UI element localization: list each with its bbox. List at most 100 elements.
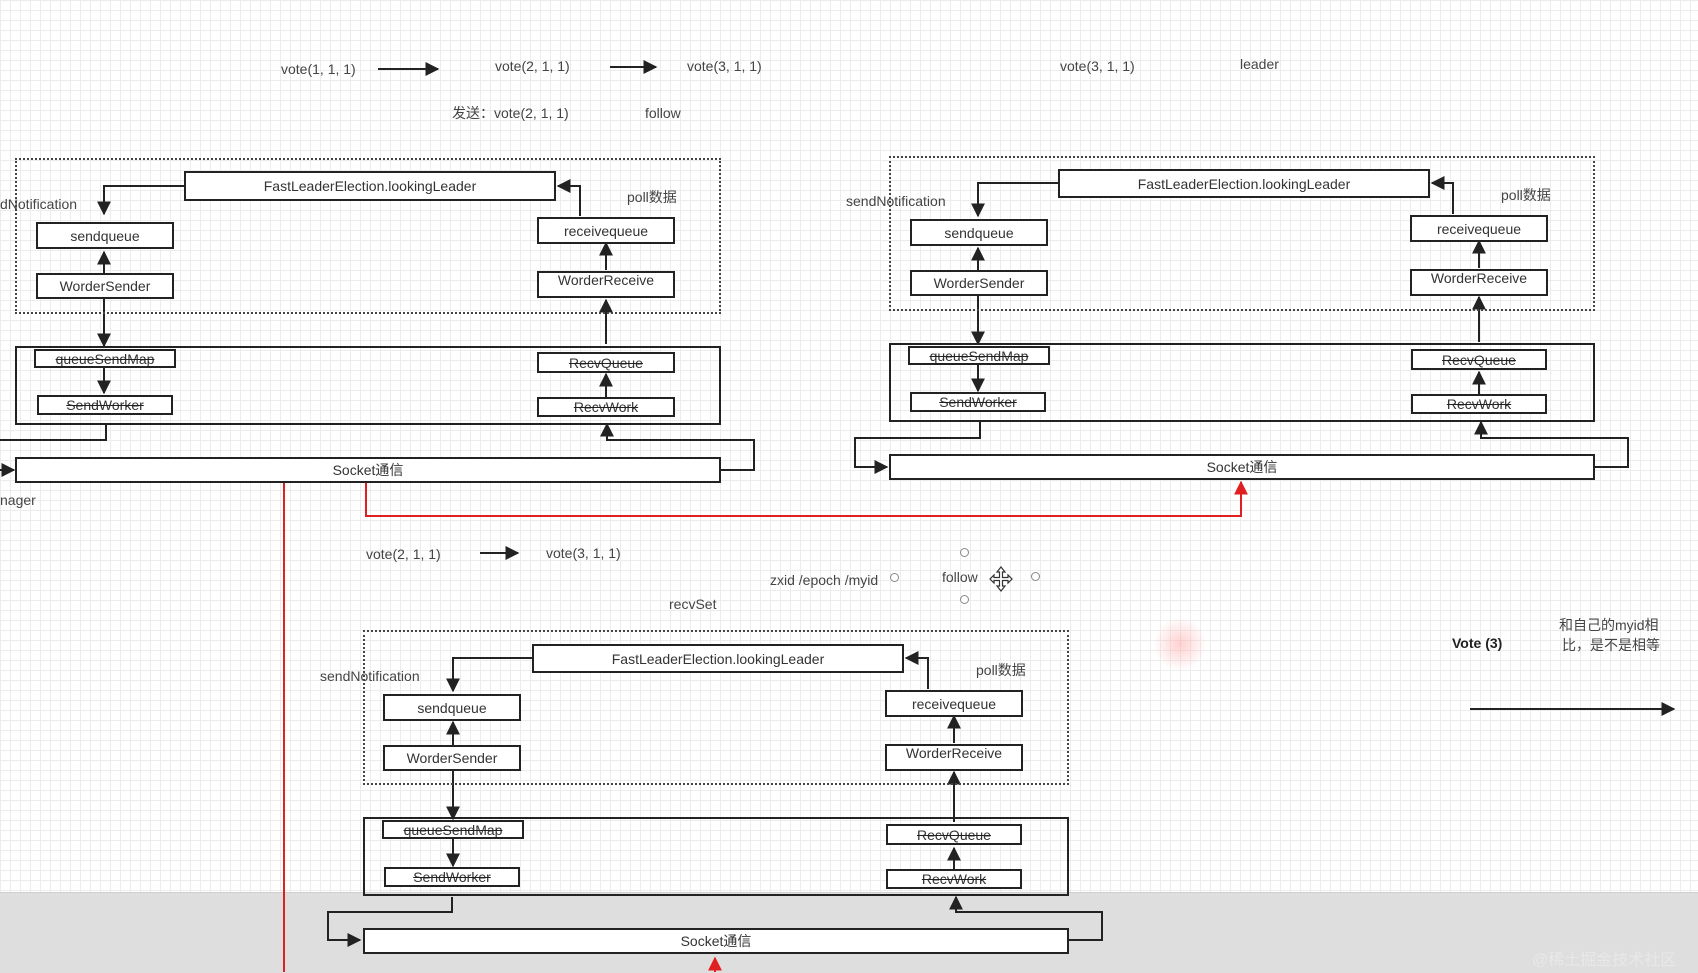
- node-c-worder-sender-label: WorderSender: [406, 750, 498, 766]
- node-b-worder-sender-label: WorderSender: [933, 275, 1025, 291]
- node-a-queue-send-map-box[interactable]: queueSendMap: [34, 349, 176, 368]
- node-a-recv-queue-box[interactable]: RecvQueue: [537, 352, 675, 373]
- node-c-send-worker-box[interactable]: SendWorker: [384, 867, 520, 887]
- node-b-sendqueue-label: sendqueue: [944, 224, 1014, 241]
- node-c-recv-work-label: RecvWork: [921, 871, 987, 887]
- node-b-recv-work-label: RecvWork: [1446, 396, 1512, 412]
- selection-handle-bottom[interactable]: [960, 595, 969, 604]
- node-a-send-worker-label: SendWorker: [66, 397, 144, 413]
- node-c-fle-box[interactable]: FastLeaderElection.lookingLeader: [532, 644, 904, 673]
- c-fle-to-sendqueue: [446, 657, 532, 693]
- node-b-election-group: [889, 156, 1595, 311]
- node-c-send-worker-label: SendWorker: [413, 869, 491, 885]
- node-a-worder-receiver-box[interactable]: WorderReceive: [537, 271, 675, 298]
- node-c-fle-label: FastLeaderElection.lookingLeader: [611, 650, 825, 667]
- node-b-queue-send-map-label: queueSendMap: [929, 347, 1029, 364]
- node-b-queue-send-map-box[interactable]: queueSendMap: [908, 346, 1050, 365]
- middle-follow-label[interactable]: follow: [942, 569, 978, 585]
- node-b-worder-sender-box[interactable]: WorderSender: [910, 270, 1048, 296]
- a-socket-to-recvwork: [600, 422, 755, 471]
- node-a-socket-label: Socket通信: [332, 462, 404, 478]
- node-a-recv-work-label: RecvWork: [573, 399, 639, 415]
- selection-handle-top[interactable]: [960, 548, 969, 557]
- node-b-recv-queue-label: RecvQueue: [1442, 351, 1516, 368]
- a-fle-to-sendqueue: [97, 185, 184, 216]
- b-sendworker-to-socket: [854, 422, 981, 474]
- node-a-election-group: [15, 158, 721, 314]
- selection-handle-right[interactable]: [1031, 572, 1040, 581]
- node-b-socket-box[interactable]: Socket通信: [889, 454, 1595, 480]
- node-a-fle-label: FastLeaderElection.lookingLeader: [263, 178, 477, 194]
- node-a-sendqueue-box[interactable]: sendqueue: [36, 222, 174, 249]
- top-send-note: 发送：vote(2, 1, 1): [452, 105, 569, 121]
- b-fle-to-sendqueue: [971, 182, 1058, 218]
- right-vote-label: Vote (3): [1452, 635, 1503, 651]
- move-cursor-icon: [989, 566, 1013, 592]
- selection-handle-left[interactable]: [890, 573, 899, 582]
- node-b-recv-work-box[interactable]: RecvWork: [1411, 394, 1547, 414]
- node-b-recv-queue-box[interactable]: RecvQueue: [1411, 349, 1547, 370]
- a-receive-to-fle: [556, 179, 581, 216]
- click-highlight: [1153, 617, 1207, 671]
- top-follow: follow: [645, 105, 681, 121]
- node-a-worder-receiver-label: WorderReceive: [557, 271, 655, 288]
- right-compare-line-1: 和自己的myid相: [1559, 617, 1659, 633]
- node-a-poll-label: poll数据: [627, 189, 677, 205]
- right-compare-line-2: 比，是不是相等: [1562, 637, 1660, 653]
- node-b-send-worker-box[interactable]: SendWorker: [910, 392, 1046, 412]
- node-a-worder-sender-label: WorderSender: [59, 278, 151, 294]
- node-b-sendqueue-box[interactable]: sendqueue: [910, 219, 1048, 246]
- node-a-sendqueue-label: sendqueue: [70, 227, 140, 244]
- node-a-receivequeue-label: receivequeue: [563, 222, 649, 239]
- node-c-sendqueue-box[interactable]: sendqueue: [383, 694, 521, 721]
- node-b-receivequeue-label: receivequeue: [1436, 220, 1522, 237]
- node-c-election-group: [363, 630, 1069, 785]
- node-c-worder-receiver-box[interactable]: WorderReceive: [885, 744, 1023, 771]
- node-b-send-worker-label: SendWorker: [939, 394, 1017, 410]
- node-a-receivequeue-box[interactable]: receivequeue: [537, 217, 675, 244]
- node-a-send-notification-label: dNotification: [0, 196, 78, 212]
- node-b-send-notification-label: sendNotification: [846, 193, 946, 209]
- node-c-queue-send-map-box[interactable]: queueSendMap: [382, 820, 524, 839]
- node-a-recv-work-box[interactable]: RecvWork: [537, 397, 675, 417]
- top-vote-2: vote(2, 1, 1): [495, 58, 570, 74]
- node-b-worder-receiver-label: WorderReceive: [1430, 269, 1528, 286]
- node-c-recv-work-box[interactable]: RecvWork: [886, 869, 1022, 889]
- b-socket-to-recvwork: [1474, 420, 1629, 468]
- middle-zxid-label: zxid /epoch /myid: [770, 572, 879, 588]
- node-a-fle-box[interactable]: FastLeaderElection.lookingLeader: [184, 171, 556, 201]
- b-receive-to-fle: [1430, 176, 1454, 214]
- node-a-manager-label: nager: [0, 492, 36, 508]
- node-a-socket-box[interactable]: Socket通信: [15, 457, 721, 483]
- node-b-worder-receiver-box[interactable]: WorderReceive: [1410, 269, 1548, 296]
- node-c-recv-queue-box[interactable]: RecvQueue: [886, 824, 1022, 845]
- node-c-send-notification-label: sendNotification: [320, 668, 420, 684]
- node-c-network-group: [363, 817, 1069, 896]
- watermark: @稀土掘金技术社区: [1532, 952, 1677, 969]
- node-b-network-group: [889, 343, 1595, 422]
- middle-vote-2: vote(2, 1, 1): [366, 546, 441, 562]
- node-b-receivequeue-box[interactable]: receivequeue: [1410, 215, 1548, 242]
- a-sendworker-to-socket: [0, 425, 107, 441]
- node-a-network-group: [15, 346, 721, 425]
- middle-vote-3: vote(3, 1, 1): [546, 545, 621, 561]
- c-receive-to-fle: [904, 651, 929, 689]
- top-vote-3: vote(3, 1, 1): [687, 58, 762, 74]
- node-c-poll-label: poll数据: [976, 662, 1026, 678]
- top-leader: leader: [1240, 56, 1279, 72]
- node-b-fle-box[interactable]: FastLeaderElection.lookingLeader: [1058, 169, 1430, 198]
- node-c-worder-sender-box[interactable]: WorderSender: [383, 745, 521, 771]
- node-c-socket-label: Socket通信: [680, 933, 752, 949]
- node-b-poll-label: poll数据: [1501, 187, 1551, 203]
- node-c-socket-box[interactable]: Socket通信: [363, 928, 1069, 954]
- node-c-receivequeue-box[interactable]: receivequeue: [885, 690, 1023, 717]
- top-vote-1: vote(1, 1, 1): [281, 61, 356, 77]
- node-a-queue-send-map-label: queueSendMap: [55, 350, 155, 367]
- c-socket-to-recvwork: [949, 895, 1103, 941]
- node-b-fle-label: FastLeaderElection.lookingLeader: [1137, 175, 1351, 192]
- node-a-send-worker-box[interactable]: SendWorker: [37, 395, 173, 415]
- node-a-worder-sender-box[interactable]: WorderSender: [36, 273, 174, 299]
- middle-recvset-label: recvSet: [669, 596, 717, 612]
- node-b-socket-label: Socket通信: [1206, 459, 1278, 475]
